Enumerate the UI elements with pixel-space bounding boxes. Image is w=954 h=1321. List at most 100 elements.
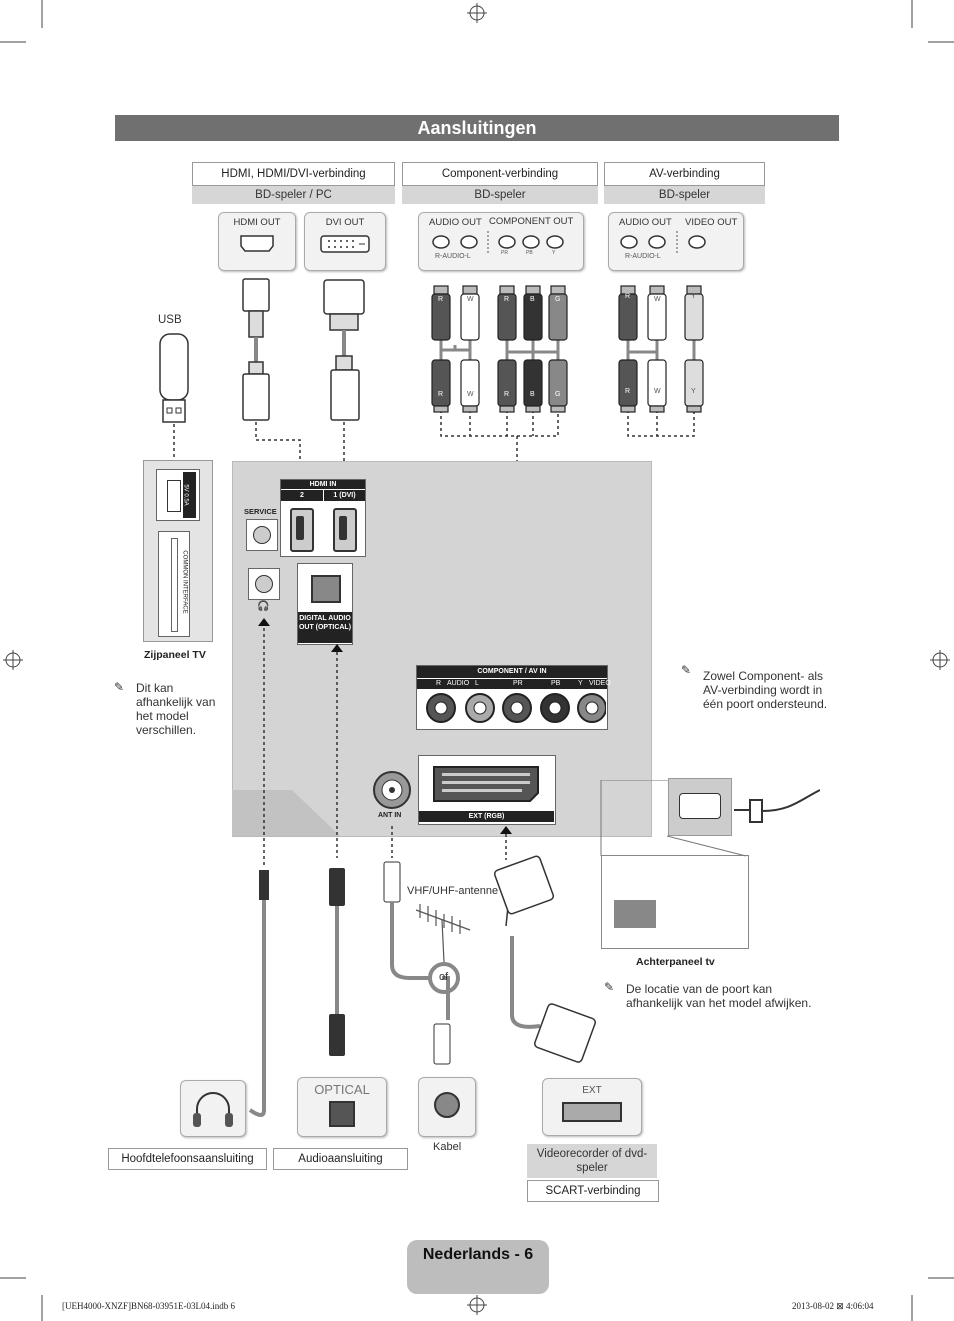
plug-label: R xyxy=(625,388,631,395)
optical-port-group: DIGITAL AUDIO OUT (OPTICAL) xyxy=(297,563,353,645)
footer-file: [UEH4000-XNZF]BN68-03951E-03L04.indb 6 xyxy=(62,1301,235,1311)
side-panel: 5V 0.5A COMMON INTERFACE xyxy=(143,460,213,642)
page-title: Aansluitingen xyxy=(115,115,839,141)
comp-audio-label: AUDIO xyxy=(447,680,470,687)
power-port-panel xyxy=(668,778,732,836)
headphone-port[interactable] xyxy=(248,568,280,600)
optical-label: OPTICAL xyxy=(314,1082,370,1097)
hdmi-port-icon xyxy=(240,235,274,252)
note-icon: ✎ xyxy=(114,680,125,694)
hdmi-in-label: HDMI IN xyxy=(281,480,365,489)
dvi-out-port: DVI OUT xyxy=(304,212,386,271)
page-number-tab: Nederlands - 6 xyxy=(407,1240,549,1294)
hdmi-2-port[interactable] xyxy=(290,508,314,552)
plug-label: G xyxy=(555,391,561,398)
audio-connection-label: Audioaansluiting xyxy=(273,1148,408,1170)
comp-y-label: Y xyxy=(578,680,583,687)
scart-connection-label: SCART-verbinding xyxy=(527,1180,659,1202)
location-note: De locatie van de poort kan afhankelijk … xyxy=(626,982,812,1010)
plug-label: Y xyxy=(691,388,696,395)
component-note: Zowel Component- als AV-verbinding wordt… xyxy=(703,669,828,711)
panel-corner-shape xyxy=(232,790,340,836)
plug-label: W xyxy=(467,296,474,303)
av-r-audio-l: R-AUDIO-L xyxy=(625,253,661,260)
side-panel-caption: Zijpaneel TV xyxy=(144,649,206,661)
hdmi-out-port: HDMI OUT xyxy=(218,212,296,271)
av-device: BD-speler xyxy=(604,186,765,204)
component-out-port: AUDIO OUT COMPONENT OUT R-AUDIO-L PR PB … xyxy=(418,212,584,271)
plug-label: G xyxy=(555,296,561,303)
plug-label: B xyxy=(530,296,535,303)
plug-label: R xyxy=(438,391,444,398)
service-label: SERVICE xyxy=(244,507,277,516)
antenna-label: VHF/UHF-antenne xyxy=(407,885,499,897)
optical-icon xyxy=(329,1101,355,1127)
plug-label: W xyxy=(654,296,661,303)
hdmi-1-label: 1 (DVI) xyxy=(324,490,365,501)
comp-r-label: R xyxy=(436,680,442,687)
comp-r-audio-l: R-AUDIO-L xyxy=(435,253,471,260)
scart-port[interactable] xyxy=(430,763,542,803)
hdmi-2-label: 2 xyxy=(281,490,323,501)
av-video-out-label: VIDEO OUT xyxy=(685,217,738,228)
component-device: BD-speler xyxy=(402,186,598,204)
comp-audio-out-label: AUDIO OUT xyxy=(429,217,482,228)
service-port[interactable] xyxy=(246,519,278,551)
plug-label: R xyxy=(504,391,510,398)
ci-slot[interactable] xyxy=(158,531,190,637)
optical-device: OPTICAL xyxy=(297,1077,387,1137)
hdmi-title: HDMI, HDMI/DVI-verbinding xyxy=(192,162,395,186)
ci-slot-icon xyxy=(171,538,178,632)
av-title: AV-verbinding xyxy=(604,162,765,186)
plug-label: R xyxy=(438,296,444,303)
scart-device: EXT xyxy=(542,1078,642,1136)
ant-in-label: ANT IN xyxy=(378,812,402,819)
digital-audio-label: DIGITAL AUDIO OUT (OPTICAL) xyxy=(298,612,352,643)
y-label: Y xyxy=(552,250,556,256)
side-panel-note: Dit kan afhankelijk van het model versch… xyxy=(136,681,216,737)
plug-label: R xyxy=(625,293,631,300)
note-icon: ✎ xyxy=(681,663,692,677)
comp-av-row xyxy=(417,679,607,689)
component-title: Component-verbinding xyxy=(402,162,598,186)
hdmi-out-label: HDMI OUT xyxy=(233,217,281,228)
headphone-icon: 🎧 xyxy=(257,601,270,612)
dvi-out-label: DVI OUT xyxy=(325,217,365,228)
ext-rgb-label: EXT (RGB) xyxy=(419,811,554,822)
comp-av-in-label: COMPONENT / AV IN xyxy=(417,666,607,678)
usb-label: USB xyxy=(158,314,182,326)
note-icon: ✎ xyxy=(604,980,615,994)
rear-port-area xyxy=(614,900,656,928)
headphone-icon xyxy=(193,1092,233,1127)
scart-device-label: Videorecorder of dvd-speler xyxy=(527,1144,657,1178)
usb-port-badge xyxy=(183,472,196,518)
cable-label: Kabel xyxy=(433,1141,462,1153)
plug-label: W xyxy=(654,388,661,395)
av-out-port: AUDIO OUT VIDEO OUT R-AUDIO-L xyxy=(608,212,744,271)
scart-icon xyxy=(562,1102,622,1122)
rear-tv xyxy=(601,855,749,949)
comp-component-out-label: COMPONENT OUT xyxy=(489,216,574,227)
power-cable xyxy=(600,780,820,857)
component-av-jacks[interactable] xyxy=(416,690,606,728)
cable-wall-port xyxy=(418,1077,476,1137)
hdmi-1-port[interactable] xyxy=(333,508,357,552)
comp-l-label: L xyxy=(475,680,479,687)
rca-jacks-icon xyxy=(432,231,564,255)
footer-date: 2013-08-02 ⊠ 4:06:04 xyxy=(792,1301,874,1311)
ant-in-port[interactable] xyxy=(372,770,412,810)
usb-port[interactable]: 5V 0.5A xyxy=(156,469,200,521)
optical-port[interactable] xyxy=(311,575,341,603)
dvi-port-icon xyxy=(320,235,370,253)
usb-slot-icon xyxy=(167,480,181,512)
plug-label: Y xyxy=(691,293,696,300)
rear-caption: Achterpaneel tv xyxy=(636,956,715,968)
comp-pb-label: PB xyxy=(551,680,561,687)
coax-icon xyxy=(434,1092,460,1118)
headphone-device xyxy=(180,1080,246,1137)
av-jacks-icon xyxy=(620,231,706,255)
or-label: of xyxy=(439,971,449,983)
